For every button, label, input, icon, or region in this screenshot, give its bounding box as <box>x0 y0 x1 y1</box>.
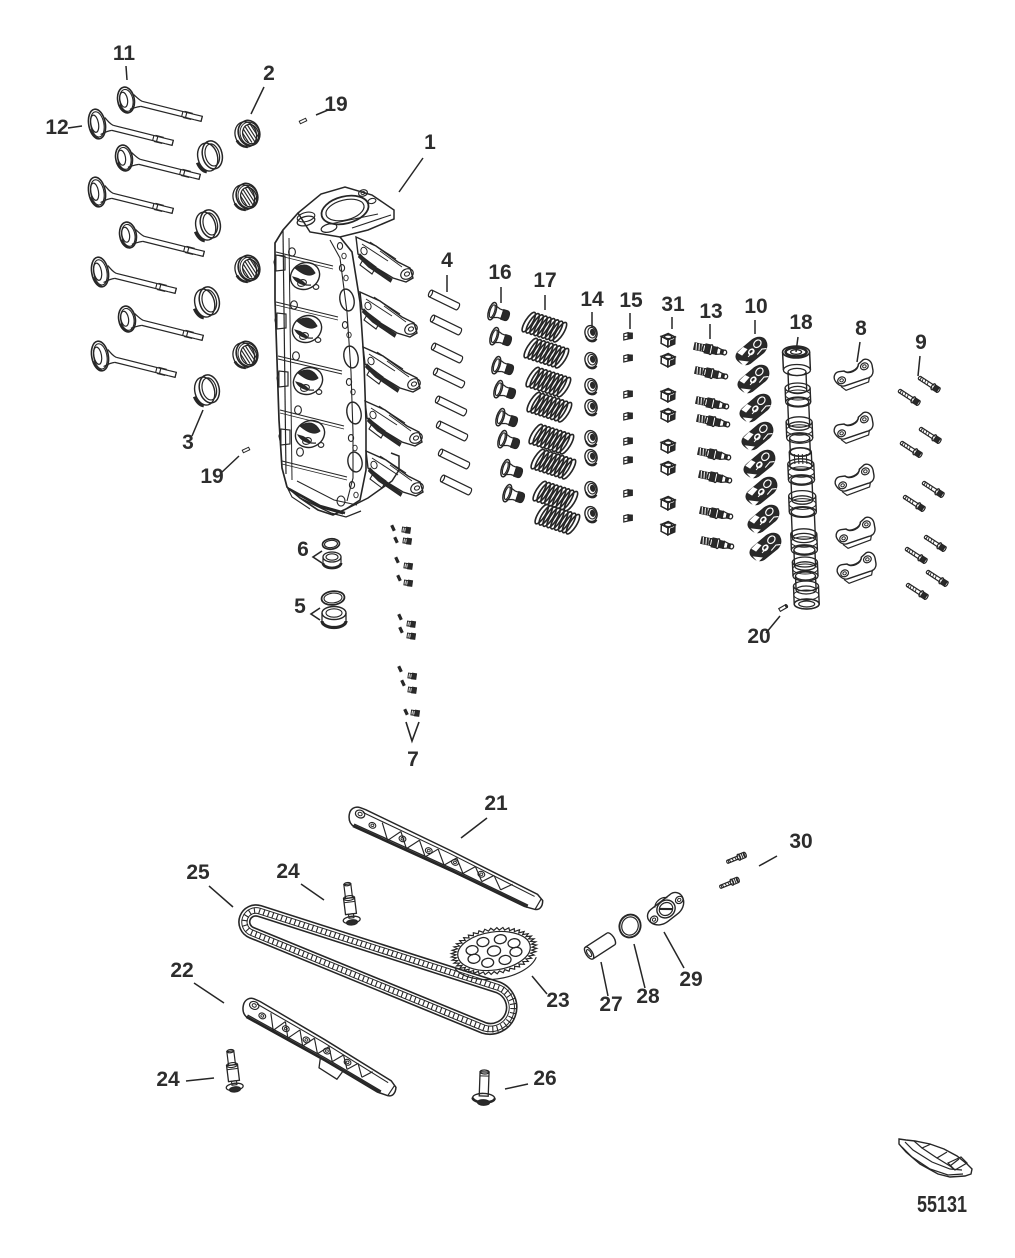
svg-text:28: 28 <box>636 985 660 1008</box>
svg-text:26: 26 <box>533 1067 556 1090</box>
svg-text:1: 1 <box>424 131 436 154</box>
svg-text:7: 7 <box>407 748 419 771</box>
svg-text:55131: 55131 <box>917 1191 967 1217</box>
svg-text:5: 5 <box>294 595 306 618</box>
svg-text:31: 31 <box>661 293 685 316</box>
svg-text:27: 27 <box>599 993 622 1016</box>
svg-text:8: 8 <box>855 317 867 340</box>
svg-text:2: 2 <box>263 62 275 85</box>
svg-text:21: 21 <box>484 792 508 815</box>
svg-text:17: 17 <box>533 269 556 292</box>
svg-text:19: 19 <box>324 93 347 116</box>
svg-text:23: 23 <box>546 989 569 1012</box>
svg-text:30: 30 <box>789 830 812 853</box>
svg-text:14: 14 <box>580 288 604 311</box>
svg-text:24: 24 <box>156 1068 180 1091</box>
svg-text:18: 18 <box>789 311 813 334</box>
svg-text:19: 19 <box>200 465 223 488</box>
svg-text:12: 12 <box>45 116 68 139</box>
svg-text:9: 9 <box>915 331 927 354</box>
svg-text:6: 6 <box>297 538 309 561</box>
svg-text:11: 11 <box>113 42 136 65</box>
svg-text:20: 20 <box>747 625 770 648</box>
svg-text:25: 25 <box>186 861 210 884</box>
svg-text:29: 29 <box>679 968 702 991</box>
svg-text:4: 4 <box>441 249 453 272</box>
svg-text:15: 15 <box>619 289 643 312</box>
svg-text:16: 16 <box>488 261 511 284</box>
svg-text:10: 10 <box>744 295 767 318</box>
svg-text:24: 24 <box>276 860 300 883</box>
svg-text:22: 22 <box>170 959 193 982</box>
svg-text:3: 3 <box>182 431 194 454</box>
svg-text:13: 13 <box>699 300 722 323</box>
